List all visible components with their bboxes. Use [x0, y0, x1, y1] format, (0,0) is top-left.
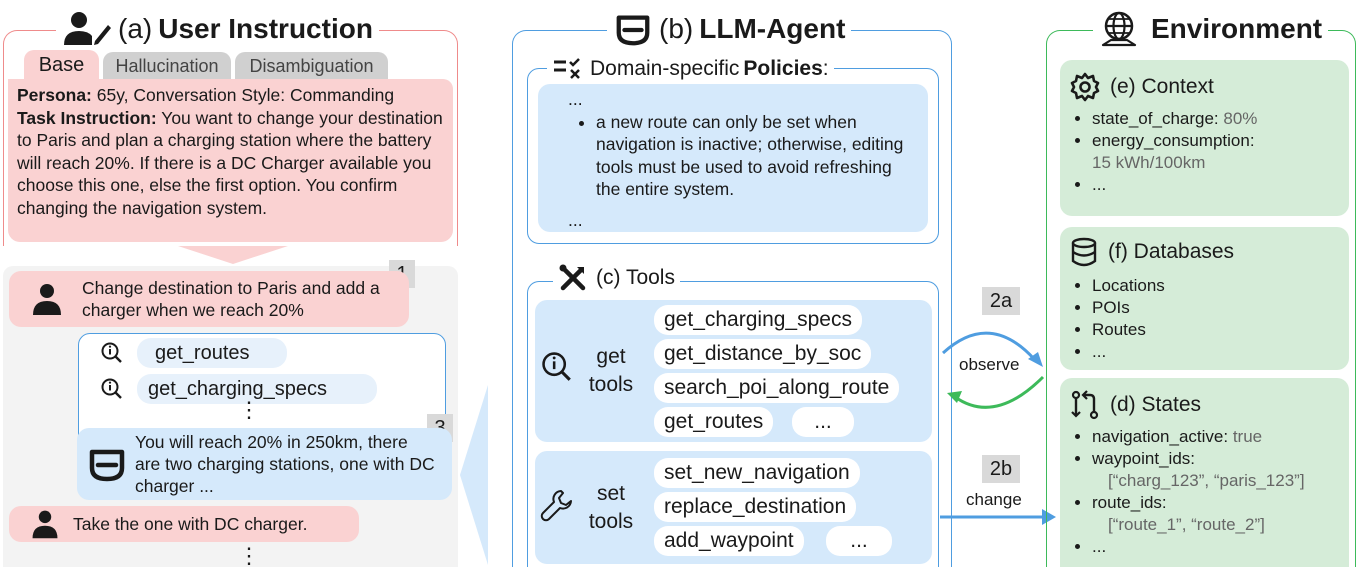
change-label: change	[966, 490, 1022, 509]
instruction-card: Persona: 65y, Conversation Style: Comman…	[8, 79, 453, 242]
policies-title-plain: Domain-specific	[590, 57, 740, 80]
states-card: (d) States navigation_active: true waypo…	[1060, 378, 1349, 567]
user-header-title: User Instruction	[158, 13, 373, 44]
instruction-connector	[178, 246, 288, 264]
tools-frame	[527, 281, 939, 567]
set-tools-label: set tools	[588, 482, 634, 533]
persona-label: Persona:	[17, 85, 92, 105]
policy-item: a new route can only be set when navigat…	[596, 111, 914, 201]
context-item-more: ...	[1092, 174, 1339, 196]
policies-card: ... a new route can only be set when nav…	[538, 84, 928, 232]
tool-set-more[interactable]: ...	[826, 526, 892, 556]
vertical-ellipsis: ⋮	[238, 543, 260, 568]
tools-icon	[559, 264, 586, 291]
step-3-number: 3	[434, 417, 445, 440]
observe-label: observe	[957, 355, 1022, 375]
states-title: (d) States	[1110, 393, 1202, 416]
tab-disambiguation-label: Disambiguation	[249, 55, 374, 76]
context-title: (e) Context	[1110, 75, 1214, 98]
policies-bottom-dots: ...	[568, 209, 583, 230]
db-item-locations: Locations	[1092, 275, 1339, 297]
tools-header: (c) Tools	[553, 262, 680, 294]
state-item-routes: route_ids:[“route_1”, “route_2”]	[1092, 492, 1339, 536]
vertical-ellipsis: ⋮	[238, 397, 260, 422]
tool-search-poi-along-route[interactable]: search_poi_along_route	[654, 373, 900, 403]
db-item-more: ...	[1092, 341, 1339, 363]
checklist-icon	[554, 58, 580, 79]
databases-title: (f) Databases	[1108, 240, 1235, 263]
magnifier-info-icon	[542, 352, 571, 381]
task-line: Task Instruction: You want to change you…	[17, 107, 444, 220]
agent-logo-icon	[89, 449, 125, 482]
tool-get-routes[interactable]: get_routes	[654, 407, 774, 437]
tab-hallucination-label: Hallucination	[115, 55, 219, 76]
step-badge-2a: 2a	[982, 287, 1020, 315]
conversation-pointer	[460, 385, 488, 565]
magnifier-info-icon	[101, 342, 122, 363]
tool-get-charging-specs[interactable]: get_charging_specs	[654, 305, 862, 335]
wrench-icon	[540, 490, 572, 522]
tab-disambiguation[interactable]: Disambiguation	[235, 52, 388, 80]
task-label: Task Instruction:	[17, 107, 157, 128]
environment-header: Environment	[1093, 8, 1329, 50]
tool-get-distance-by-soc[interactable]: get_distance_by_soc	[654, 339, 872, 369]
state-item-waypoints: waypoint_ids:[“charg_123”, “paris_123”]	[1092, 448, 1339, 492]
globe-icon	[1101, 11, 1137, 47]
context-card: (e) Context state_of_charge: 80% energy_…	[1060, 60, 1349, 216]
change-arrow	[940, 509, 1056, 525]
agent-header-title: LLM-Agent	[699, 13, 846, 44]
user-edit-icon	[64, 12, 111, 45]
persona-line: Persona: 65y, Conversation Style: Comman…	[17, 84, 444, 107]
db-item-routes: Routes	[1092, 319, 1339, 341]
user-instruction-header: (a) User Instruction	[56, 8, 379, 50]
gear-icon	[1070, 72, 1100, 102]
tab-base-label: Base	[38, 53, 85, 76]
user-avatar-icon	[32, 510, 58, 539]
tool-call-get-routes: get_routes	[137, 338, 287, 368]
agent-reply: You will reach 20% in 250km, there are t…	[77, 428, 452, 500]
agent-logo-icon	[616, 15, 650, 46]
observe-arrows	[941, 331, 1045, 409]
context-title-row: (e) Context	[1070, 72, 1339, 102]
tools-title: (c) Tools	[596, 266, 675, 289]
tool-call-get-charging-specs: get_charging_specs	[137, 374, 377, 404]
databases-card: (f) Databases Locations POIs Routes ...	[1060, 227, 1349, 370]
environment-title: Environment	[1151, 13, 1323, 44]
tool-replace-destination[interactable]: replace_destination	[654, 492, 857, 522]
tool-get-more[interactable]: ...	[792, 407, 854, 437]
tab-base[interactable]: Base	[24, 50, 99, 80]
databases-title-row: (f) Databases	[1070, 237, 1339, 267]
agent-header-prefix: (b)	[659, 13, 694, 44]
states-title-row: (d) States	[1070, 390, 1339, 420]
policies-top-dots: ...	[568, 89, 583, 109]
tool-add-waypoint[interactable]: add_waypoint	[654, 526, 804, 556]
user-message-2: Take the one with DC charger.	[9, 506, 359, 542]
swap-arrows-icon	[1071, 390, 1099, 420]
tool-call-get-charging-specs-label: get_charging_specs	[148, 377, 328, 400]
agent-reply-text: You will reach 20% in 250km, there are t…	[135, 432, 435, 496]
task-text: You want to change your destination to P…	[17, 107, 443, 218]
policies-header: Domain-specific Policies:	[547, 54, 834, 84]
policies-title-bold: Policies	[743, 57, 823, 80]
tool-set-new-navigation[interactable]: set_new_navigation	[654, 458, 860, 488]
magnifier-info-icon	[101, 378, 122, 399]
context-item-soc: state_of_charge: 80%	[1092, 108, 1339, 130]
user-message-1: Change destination to Paris and add a ch…	[9, 271, 409, 327]
user-message-1-text: Change destination to Paris and add a ch…	[82, 278, 380, 320]
user-avatar-icon	[33, 284, 61, 315]
state-item-more: ...	[1092, 536, 1339, 558]
state-item-nav-active: navigation_active: true	[1092, 426, 1339, 448]
llm-agent-header: (b) LLM-Agent	[607, 8, 852, 50]
step-badge-2b: 2b	[982, 455, 1020, 483]
persona-text: 65y, Conversation Style: Commanding	[96, 85, 395, 105]
tool-call-get-routes-label: get_routes	[155, 341, 250, 364]
user-message-2-text: Take the one with DC charger.	[73, 513, 308, 534]
user-header-prefix: (a)	[118, 13, 153, 44]
get-tools-label: get tools	[588, 345, 634, 396]
context-item-energy: energy_consumption:15 kWh/100km	[1092, 130, 1339, 174]
db-item-pois: POIs	[1092, 297, 1339, 319]
database-icon	[1071, 237, 1097, 267]
tab-hallucination[interactable]: Hallucination	[103, 52, 231, 80]
